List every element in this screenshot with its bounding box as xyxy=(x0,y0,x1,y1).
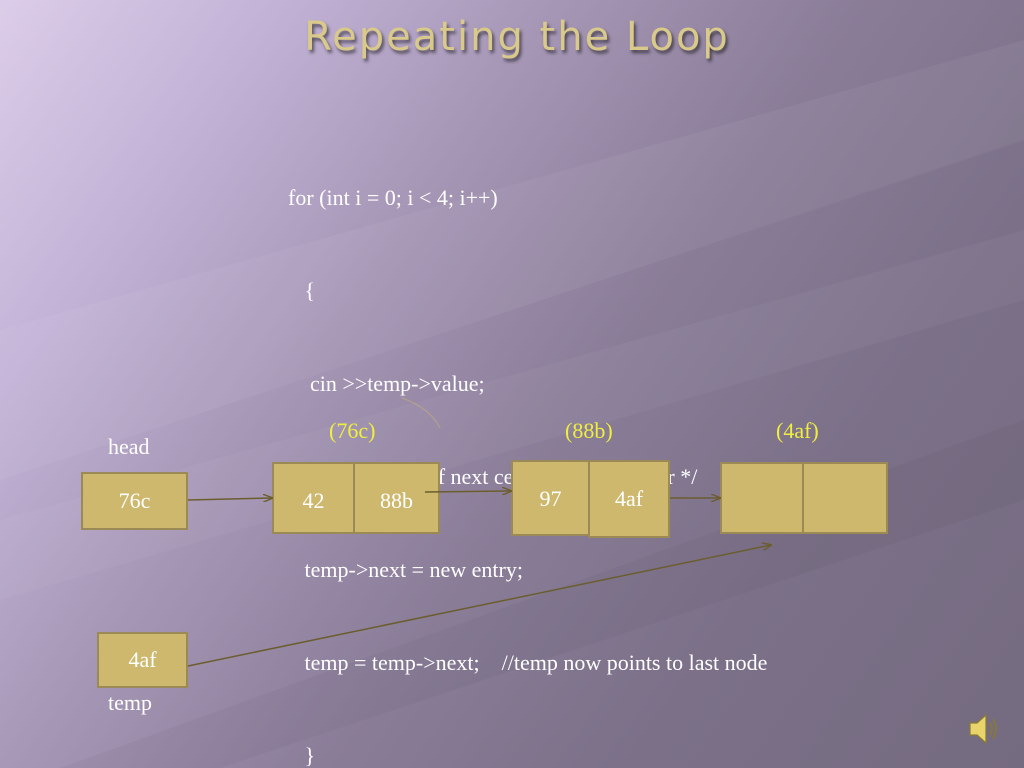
node-2-address: (88b) xyxy=(565,418,613,443)
temp-label: temp xyxy=(108,690,152,715)
node-1-value-cell: 42 xyxy=(272,462,355,534)
node-2-value-cell: 97 xyxy=(511,460,590,536)
head-pointer-value: 76c xyxy=(118,488,151,513)
slide-title: Repeating the Loop xyxy=(304,14,730,60)
speaker-icon[interactable] xyxy=(966,710,1000,748)
node-1-address: (76c) xyxy=(329,418,376,443)
temp-pointer-value: 4af xyxy=(128,647,157,672)
code-line: cin >>temp->value; xyxy=(288,371,485,396)
code-line: for (int i = 0; i < 4; i++) xyxy=(288,185,498,210)
node-3-next-cell xyxy=(802,462,888,534)
node-2-value: 97 xyxy=(539,486,562,511)
node-2-next: 4af xyxy=(614,486,644,511)
head-pointer-cell: 76c xyxy=(81,472,188,530)
code-block: for (int i = 0; i < 4; i++) { cin >>temp… xyxy=(288,120,767,768)
code-line: { xyxy=(288,278,316,303)
node-1-next-cell: 88b xyxy=(353,462,440,534)
node-2-next-cell: 4af xyxy=(588,460,670,538)
node-3-address: (4af) xyxy=(776,418,819,443)
node-1-value: 42 xyxy=(302,488,325,513)
temp-pointer-cell: 4af xyxy=(97,632,188,688)
head-to-node-1-arrow xyxy=(187,498,272,500)
code-line: } xyxy=(288,743,316,768)
node-3-value-cell xyxy=(720,462,804,534)
code-line: temp = temp->next; //temp now points to … xyxy=(288,650,768,675)
head-label: head xyxy=(108,434,150,459)
node-1-next: 88b xyxy=(380,488,413,513)
code-line: temp->next = new entry; xyxy=(288,557,523,582)
